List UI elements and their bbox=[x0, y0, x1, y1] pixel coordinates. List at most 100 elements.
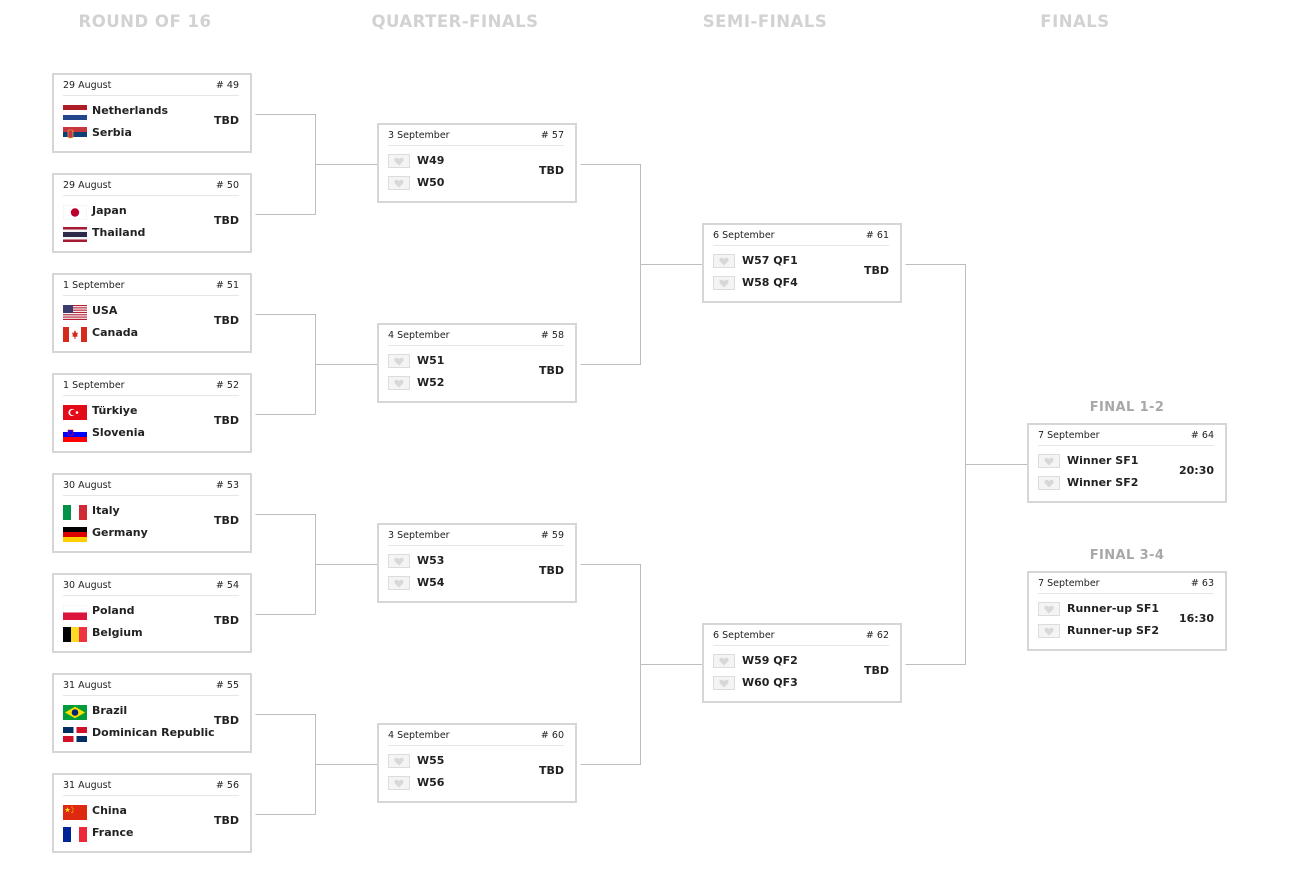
team-name: Winner SF1 bbox=[1067, 454, 1139, 467]
match-date: 31 August bbox=[63, 680, 112, 691]
round-title-semi-finals: SEMI-FINALS bbox=[702, 12, 828, 31]
match-header: 7 September # 64 bbox=[1038, 429, 1214, 446]
heart-shield-icon bbox=[388, 154, 410, 168]
match-header: 29 August # 50 bbox=[63, 179, 239, 196]
match-number: # 50 bbox=[215, 180, 239, 191]
match-result: TBD bbox=[213, 814, 239, 827]
team-name: W56 bbox=[417, 776, 445, 789]
heart-shield-icon bbox=[388, 176, 410, 190]
heart-shield-icon bbox=[1038, 602, 1060, 616]
match-number: # 53 bbox=[215, 480, 239, 491]
thailand-flag-icon bbox=[63, 227, 87, 242]
match-result: TBD bbox=[538, 564, 564, 577]
match-date: 7 September bbox=[1038, 430, 1100, 441]
dominican-republic-flag-icon bbox=[63, 727, 87, 742]
match-card-62[interactable]: 6 September # 62 W59 QF2 W60 QF3 TBD bbox=[702, 623, 902, 703]
final-1-2-title: FINAL 1-2 bbox=[1089, 400, 1165, 415]
team-name: Slovenia bbox=[92, 426, 145, 439]
match-card-52[interactable]: 1 September # 52 Türkiye Slovenia TBD bbox=[52, 373, 252, 453]
match-date: 6 September bbox=[713, 630, 775, 641]
match-header: 7 September # 63 bbox=[1038, 577, 1214, 594]
team-name: W49 bbox=[417, 154, 445, 167]
match-card-56[interactable]: 31 August # 56 China France TBD bbox=[52, 773, 252, 853]
match-header: 31 August # 56 bbox=[63, 779, 239, 796]
team-name: Brazil bbox=[92, 704, 128, 717]
match-date: 6 September bbox=[713, 230, 775, 241]
team-name: Poland bbox=[92, 604, 135, 617]
match-result: TBD bbox=[213, 214, 239, 227]
match-card-61[interactable]: 6 September # 61 W57 QF1 W58 QF4 TBD bbox=[702, 223, 902, 303]
match-card-63[interactable]: 7 September # 63 Runner-up SF1 Runner-up… bbox=[1027, 571, 1227, 651]
match-result: TBD bbox=[213, 414, 239, 427]
match-card-57[interactable]: 3 September # 57 W49 W50 TBD bbox=[377, 123, 577, 203]
match-card-50[interactable]: 29 August # 50 Japan Thailand TBD bbox=[52, 173, 252, 253]
match-card-58[interactable]: 4 September # 58 W51 W52 TBD bbox=[377, 323, 577, 403]
match-result: TBD bbox=[213, 614, 239, 627]
france-flag-icon bbox=[63, 827, 87, 842]
match-result: TBD bbox=[538, 764, 564, 777]
poland-flag-icon bbox=[63, 605, 87, 620]
team-name: Dominican Republic bbox=[92, 726, 215, 739]
match-number: # 64 bbox=[1190, 430, 1214, 441]
team-name: Thailand bbox=[92, 226, 146, 239]
serbia-flag-icon bbox=[63, 127, 87, 142]
team-name: Winner SF2 bbox=[1067, 476, 1139, 489]
match-result: TBD bbox=[213, 714, 239, 727]
match-card-60[interactable]: 4 September # 60 W55 W56 TBD bbox=[377, 723, 577, 803]
team-name: W60 QF3 bbox=[742, 676, 798, 689]
match-card-55[interactable]: 31 August # 55 Brazil Dominican Republic… bbox=[52, 673, 252, 753]
team-name: Runner-up SF1 bbox=[1067, 602, 1160, 615]
match-number: # 60 bbox=[540, 730, 564, 741]
match-card-53[interactable]: 30 August # 53 Italy Germany TBD bbox=[52, 473, 252, 553]
match-card-59[interactable]: 3 September # 59 W53 W54 TBD bbox=[377, 523, 577, 603]
match-header: 1 September # 51 bbox=[63, 279, 239, 296]
match-date: 1 September bbox=[63, 380, 125, 391]
match-date: 1 September bbox=[63, 280, 125, 291]
team-name: W54 bbox=[417, 576, 445, 589]
match-number: # 61 bbox=[865, 230, 889, 241]
heart-shield-icon bbox=[388, 554, 410, 568]
heart-shield-icon bbox=[388, 754, 410, 768]
team-name: Japan bbox=[92, 204, 127, 217]
match-result: TBD bbox=[538, 364, 564, 377]
team-name: Netherlands bbox=[92, 104, 169, 117]
match-card-54[interactable]: 30 August # 54 Poland Belgium TBD bbox=[52, 573, 252, 653]
brazil-flag-icon bbox=[63, 705, 87, 720]
match-header: 6 September # 61 bbox=[713, 229, 889, 246]
match-number: # 52 bbox=[215, 380, 239, 391]
match-header: 3 September # 57 bbox=[388, 129, 564, 146]
match-card-49[interactable]: 29 August # 49 Netherlands Serbia TBD bbox=[52, 73, 252, 153]
match-header: 4 September # 60 bbox=[388, 729, 564, 746]
match-date: 4 September bbox=[388, 730, 450, 741]
match-number: # 56 bbox=[215, 780, 239, 791]
heart-shield-icon bbox=[388, 576, 410, 590]
turkiye-flag-icon bbox=[63, 405, 87, 420]
heart-shield-icon bbox=[713, 276, 735, 290]
match-result: TBD bbox=[863, 664, 889, 677]
match-header: 30 August # 53 bbox=[63, 479, 239, 496]
team-name: Canada bbox=[92, 326, 139, 339]
match-date: 29 August bbox=[63, 180, 112, 191]
team-name: Runner-up SF2 bbox=[1067, 624, 1160, 637]
team-name: W59 QF2 bbox=[742, 654, 798, 667]
heart-shield-icon bbox=[388, 354, 410, 368]
match-header: 30 August # 54 bbox=[63, 579, 239, 596]
match-number: # 55 bbox=[215, 680, 239, 691]
team-name: Belgium bbox=[92, 626, 143, 639]
team-name: W52 bbox=[417, 376, 445, 389]
match-card-64[interactable]: 7 September # 64 Winner SF1 Winner SF2 2… bbox=[1027, 423, 1227, 503]
match-header: 29 August # 49 bbox=[63, 79, 239, 96]
team-name: W53 bbox=[417, 554, 445, 567]
team-name: China bbox=[92, 804, 127, 817]
match-date: 4 September bbox=[388, 330, 450, 341]
match-header: 31 August # 55 bbox=[63, 679, 239, 696]
match-card-51[interactable]: 1 September # 51 USA Canada TBD bbox=[52, 273, 252, 353]
team-name: France bbox=[92, 826, 134, 839]
match-number: # 51 bbox=[215, 280, 239, 291]
team-name: Türkiye bbox=[92, 404, 138, 417]
match-date: 30 August bbox=[63, 580, 112, 591]
canada-flag-icon bbox=[63, 327, 87, 342]
heart-shield-icon bbox=[388, 376, 410, 390]
match-date: 7 September bbox=[1038, 578, 1100, 589]
